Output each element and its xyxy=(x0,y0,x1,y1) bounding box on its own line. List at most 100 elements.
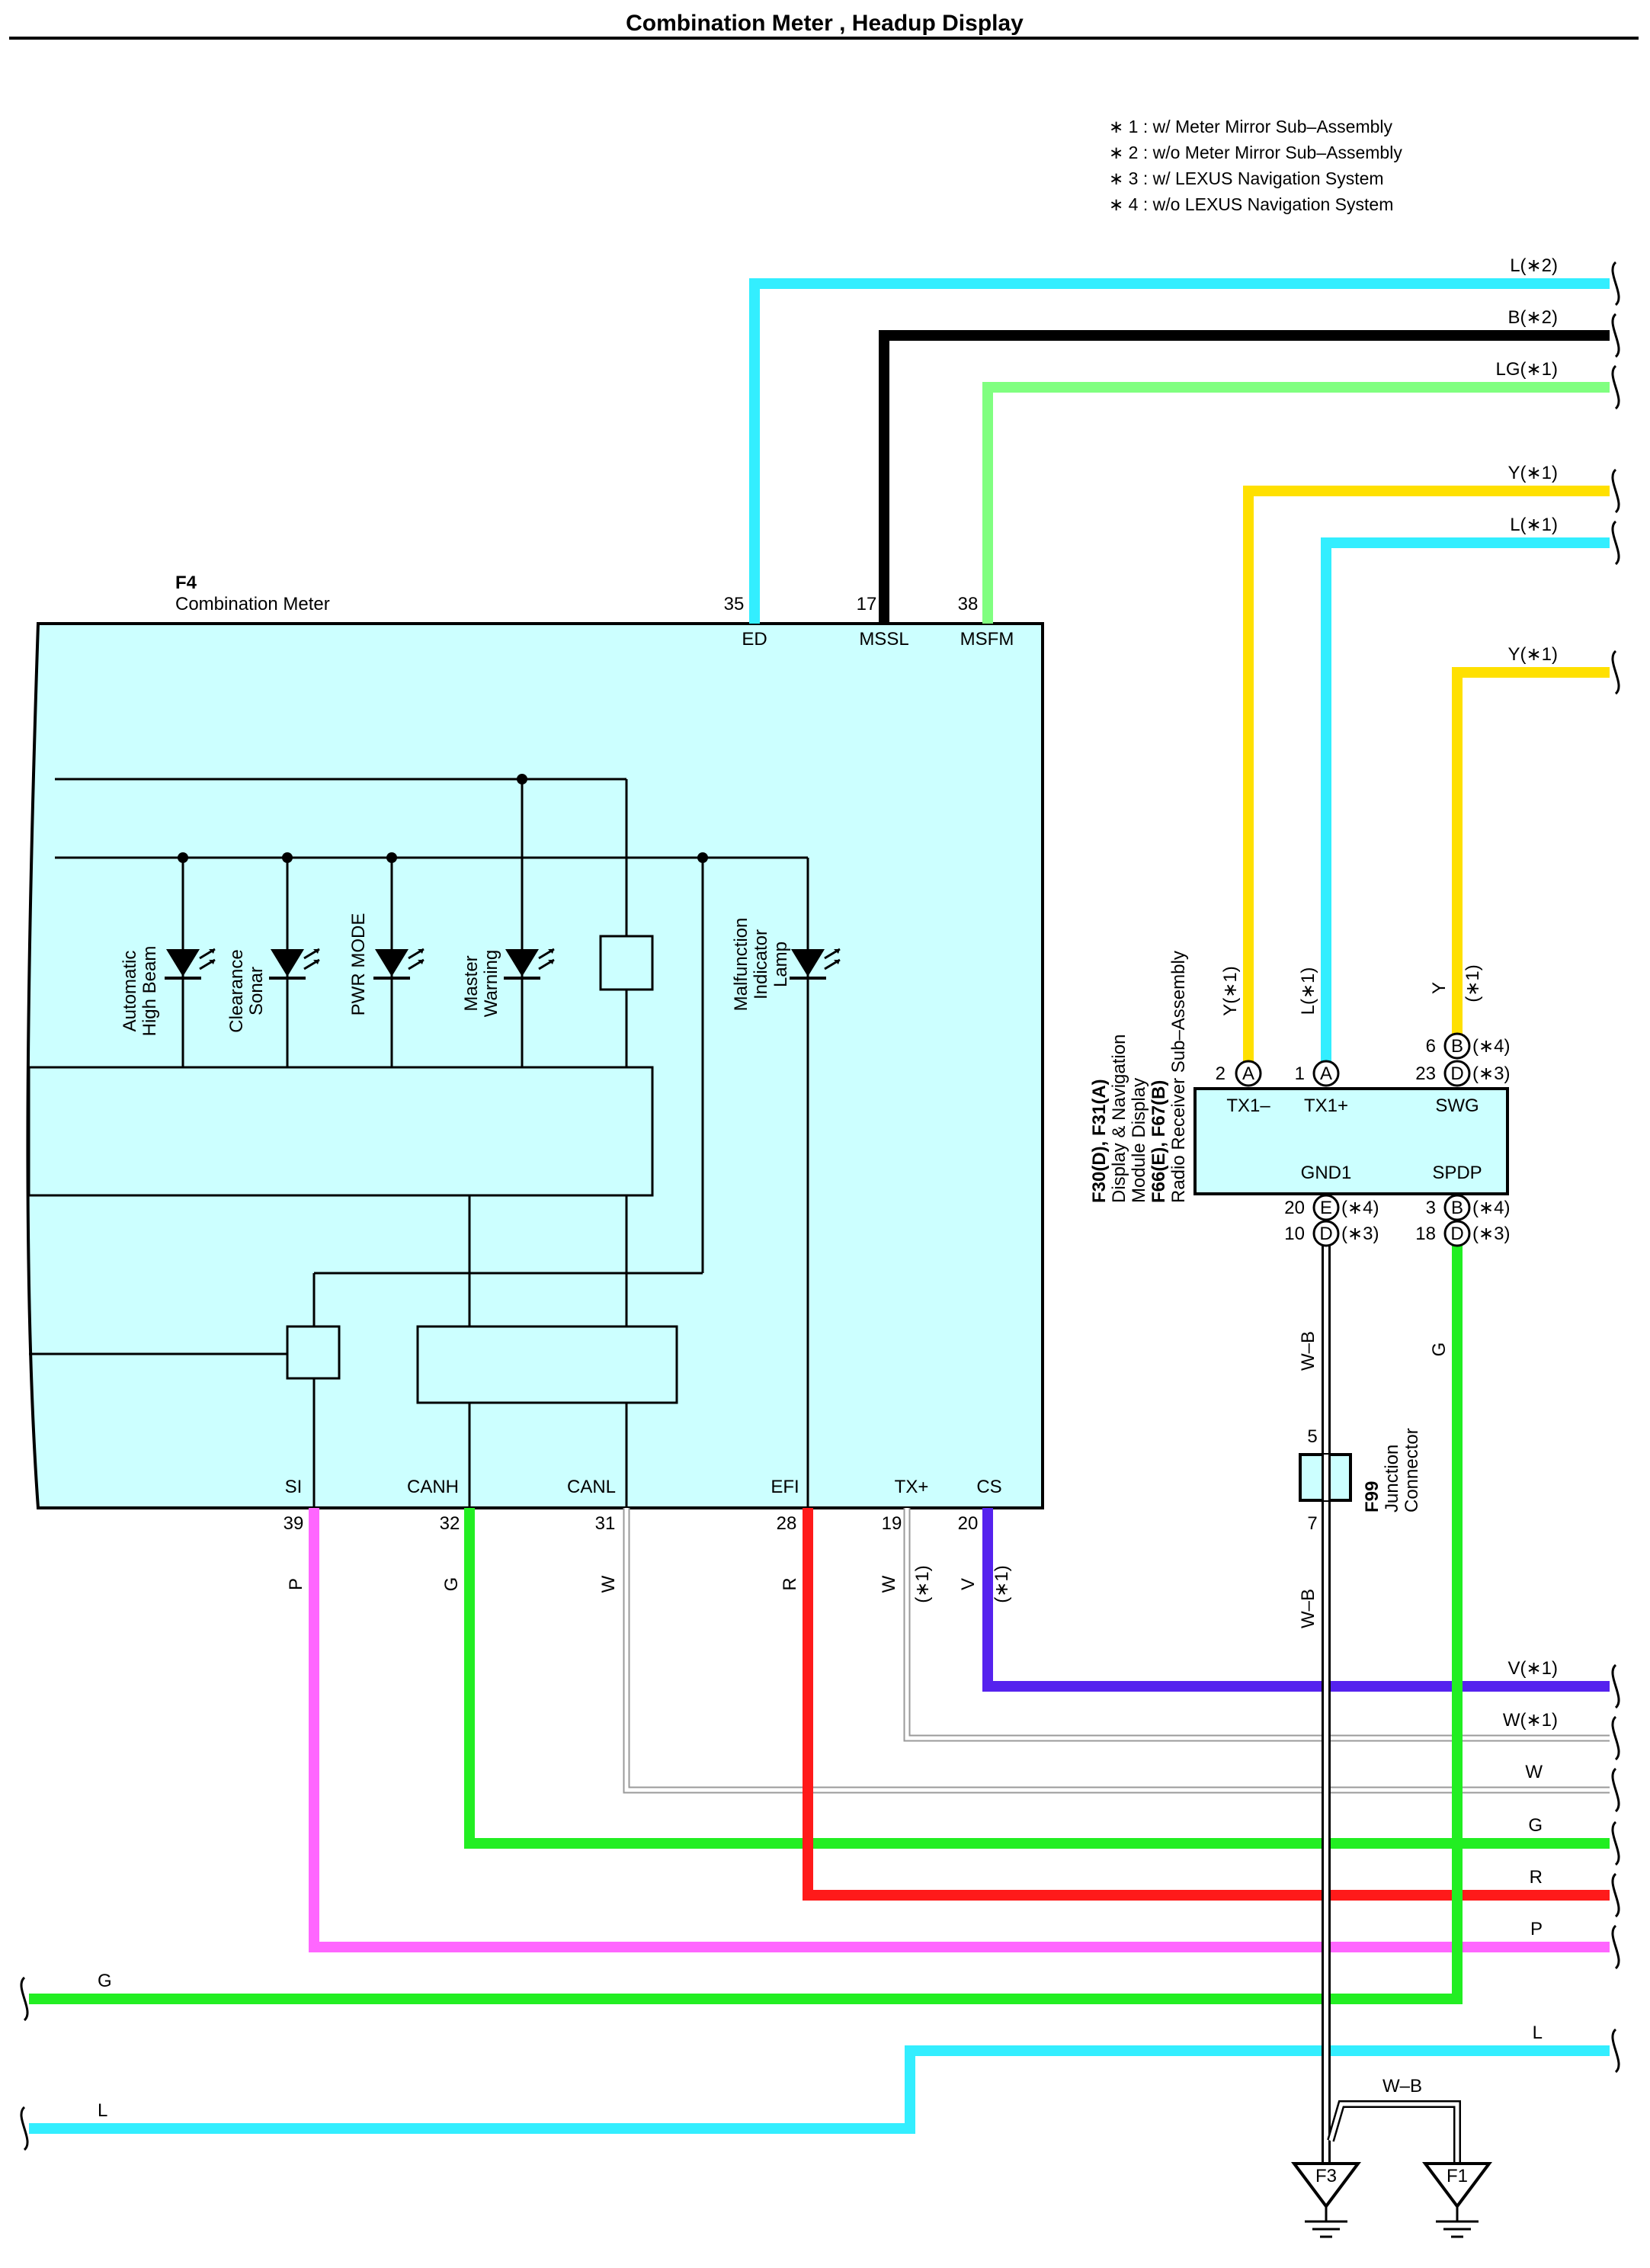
svg-text:A: A xyxy=(1320,1063,1332,1084)
junction-pin-bottom: 7 xyxy=(1307,1513,1317,1534)
svg-text:D: D xyxy=(1319,1224,1332,1244)
svg-text:F66(E), F67(B): F66(E), F67(B) xyxy=(1149,1080,1169,1203)
ground-f3-label: F3 xyxy=(1315,2166,1337,2186)
svg-text:ED: ED xyxy=(742,629,767,650)
svg-text:TX1–: TX1– xyxy=(1226,1096,1270,1116)
svg-text:31: 31 xyxy=(595,1513,616,1534)
svg-text:Warning: Warning xyxy=(481,950,501,1017)
junction-caption: F99 Junction Connector xyxy=(1362,1428,1422,1513)
svg-text:W(∗1): W(∗1) xyxy=(1503,1710,1558,1731)
wire-tx1p-l xyxy=(1321,537,1610,1061)
wire-gnd-wb xyxy=(1322,1233,1461,2164)
svg-text:20: 20 xyxy=(958,1513,979,1534)
svg-text:SWG: SWG xyxy=(1435,1096,1479,1116)
svg-text:LG(∗1): LG(∗1) xyxy=(1496,359,1558,380)
svg-text:3: 3 xyxy=(1426,1198,1436,1218)
wire-break-symbols-right xyxy=(1611,261,1620,2074)
svg-text:L: L xyxy=(1533,2023,1543,2043)
svg-text:CANL: CANL xyxy=(567,1477,616,1497)
note-2: ∗ 2 : w/o Meter Mirror Sub–Assembly xyxy=(1109,143,1402,162)
meter-internal-circuit xyxy=(27,778,809,1508)
svg-text:38: 38 xyxy=(958,594,979,614)
svg-text:F30(D), F31(A): F30(D), F31(A) xyxy=(1089,1079,1110,1203)
wire-tx1m-y xyxy=(1243,486,1610,1061)
svg-text:19: 19 xyxy=(882,1513,902,1534)
wire-canh-g xyxy=(464,1508,1610,1849)
svg-text:A: A xyxy=(1242,1063,1254,1084)
led-master-warning-icon xyxy=(504,948,555,980)
navigation-module-box xyxy=(1193,1087,1509,1195)
label-tx-note: (∗1) xyxy=(912,1565,933,1602)
left-label-g: G xyxy=(98,1971,112,1991)
svg-text:35: 35 xyxy=(724,594,745,614)
svg-text:PWR MODE: PWR MODE xyxy=(348,913,369,1016)
svg-text:(∗3): (∗3) xyxy=(1341,1224,1379,1244)
ground-f1-label: F1 xyxy=(1447,2166,1468,2186)
label-swg-wire: Y xyxy=(1429,982,1450,994)
wire-mssl-b xyxy=(879,330,1610,624)
svg-text:10: 10 xyxy=(1284,1224,1305,1244)
wire-msfm-lg xyxy=(982,382,1610,624)
svg-text:Sonar: Sonar xyxy=(246,967,267,1015)
wire-efi-r xyxy=(803,1508,1610,1901)
svg-text:EFI: EFI xyxy=(771,1477,799,1497)
svg-text:B: B xyxy=(1451,1198,1463,1218)
diagram-title: Combination Meter , Headup Display xyxy=(626,11,1024,36)
svg-text:SI: SI xyxy=(285,1477,303,1497)
module-caption: F30(D), F31(A) Display & Navigation Modu… xyxy=(1089,951,1189,1203)
wire-tx-w xyxy=(903,1508,1610,1742)
svg-text:MSSL: MSSL xyxy=(859,629,908,650)
label-canh-g: G xyxy=(441,1577,462,1592)
meter-name: Combination Meter xyxy=(175,594,330,614)
svg-text:Connector: Connector xyxy=(1402,1428,1422,1513)
svg-text:F99: F99 xyxy=(1362,1481,1382,1513)
wire-ed-l xyxy=(749,278,1610,624)
svg-text:Junction: Junction xyxy=(1382,1445,1402,1513)
led-pwr-mode-icon xyxy=(373,948,425,980)
svg-text:28: 28 xyxy=(777,1513,797,1534)
svg-text:Master: Master xyxy=(461,955,482,1011)
svg-text:P: P xyxy=(1530,1919,1543,1939)
svg-text:Radio Receiver Sub–Assembly: Radio Receiver Sub–Assembly xyxy=(1168,951,1189,1203)
svg-text:D: D xyxy=(1450,1224,1463,1244)
lamp-label-malfunction-indicator: Malfunction Indicator Lamp xyxy=(731,918,791,1012)
label-wb-ground: W–B xyxy=(1382,2076,1422,2096)
lamp-label-pwr-mode: PWR MODE xyxy=(348,913,369,1016)
svg-text:Lamp: Lamp xyxy=(771,942,791,987)
label-swg-wire-note: (∗1) xyxy=(1463,964,1483,1002)
combination-meter-body xyxy=(26,622,1044,1509)
svg-text:Clearance: Clearance xyxy=(226,949,247,1032)
led-automatic-high-beam-icon xyxy=(165,948,216,980)
meter-bottom-pins: SI 39 CANH 32 CANL 31 EFI 28 TX+ 19 CS 2… xyxy=(284,1477,1002,1534)
lamp-label-master-warning: Master Warning xyxy=(461,950,501,1017)
module-pin-labels: A 2 TX1– A 1 TX1+ B 6 (∗4) D 23 (∗3) SWG… xyxy=(1216,1036,1511,1244)
svg-text:CANH: CANH xyxy=(407,1477,459,1497)
svg-text:MSFM: MSFM xyxy=(960,629,1014,650)
svg-text:Malfunction: Malfunction xyxy=(731,918,751,1012)
svg-text:(∗4): (∗4) xyxy=(1341,1198,1379,1218)
svg-text:(∗3): (∗3) xyxy=(1472,1063,1510,1084)
svg-text:R: R xyxy=(1530,1867,1543,1888)
wire-si-p xyxy=(309,1508,1610,1952)
svg-text:TX1+: TX1+ xyxy=(1304,1096,1348,1116)
svg-text:W: W xyxy=(1525,1762,1543,1782)
meter-code: F4 xyxy=(175,573,197,593)
svg-text:Indicator: Indicator xyxy=(751,929,771,999)
svg-text:TX+: TX+ xyxy=(895,1477,929,1497)
svg-text:20: 20 xyxy=(1284,1198,1305,1218)
svg-text:Module Display: Module Display xyxy=(1129,1078,1149,1203)
svg-text:G: G xyxy=(1528,1815,1543,1836)
svg-text:17: 17 xyxy=(857,594,877,614)
note-3: ∗ 3 : w/ LEXUS Navigation System xyxy=(1109,168,1384,188)
label-cs-note: (∗1) xyxy=(992,1565,1012,1602)
svg-text:High Beam: High Beam xyxy=(139,946,160,1037)
wire-canl-w-inner xyxy=(624,1508,1610,1792)
note-4: ∗ 4 : w/o LEXUS Navigation System xyxy=(1109,194,1393,214)
svg-text:(∗4): (∗4) xyxy=(1472,1198,1510,1218)
label-tx1m-wire: Y(∗1) xyxy=(1220,966,1241,1015)
label-tx1p-wire: L(∗1) xyxy=(1298,967,1318,1015)
junction-pin-top: 5 xyxy=(1307,1426,1317,1447)
svg-text:L(∗2): L(∗2) xyxy=(1510,255,1558,276)
label-spdp-g: G xyxy=(1429,1343,1450,1357)
svg-text:6: 6 xyxy=(1426,1036,1436,1057)
